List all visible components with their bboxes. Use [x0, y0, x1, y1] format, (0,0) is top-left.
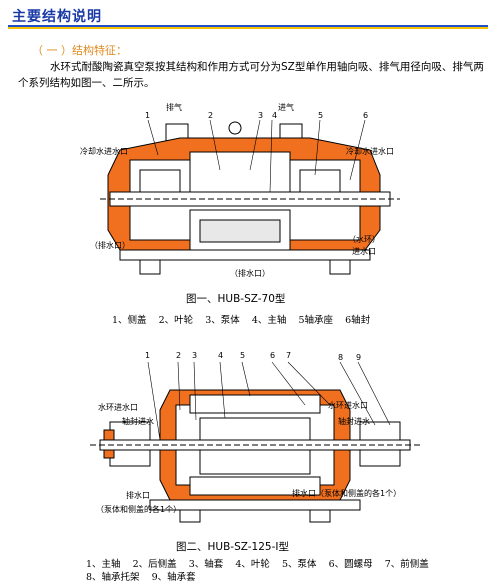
fig2-num-3: 3	[192, 351, 197, 360]
page-title: 主要结构说明	[12, 9, 102, 25]
fig2-num-7: 7	[286, 351, 291, 360]
fig2-drain-right: 排水口（泵体和侧盖的各1个）	[292, 488, 401, 498]
fig1-num-3: 3	[258, 111, 263, 120]
fig1-cool-right: 冷却水进水口	[346, 146, 394, 156]
fig2-num-4: 4	[218, 351, 223, 360]
figure1-legend: 1、侧盖 2、叶轮 3、泵体 4、主轴 5轴承座 6轴封	[112, 315, 371, 326]
fig1-water-ring: （水环）	[348, 234, 380, 244]
figure2-legend-line1: 1、主轴 2、后侧盖 3、轴套 4、叶轮 5、泵体 6、圆螺母 7、前侧盖	[86, 559, 429, 570]
figure2-diagram: 1 2 3 4 5 6 7 8 9 水环进水口 轴封进水 水环进水口 轴封进水 …	[90, 351, 420, 523]
fig2-seal-in-right: 轴封进水	[338, 416, 370, 426]
fig2-ring-in-right: 水环进水口	[328, 400, 368, 410]
fig1-cool-left: 冷却水进水口	[80, 146, 128, 156]
fig2-num-8: 8	[338, 353, 343, 362]
fig2-num-2: 2	[176, 351, 181, 360]
figure1-caption: 图一、HUB-SZ-70型	[186, 293, 286, 305]
fig1-num-2: 2	[208, 111, 213, 120]
fig1-num-6: 6	[363, 111, 368, 120]
fig2-num-1: 1	[145, 351, 150, 360]
fig1-exhaust-label: 排气	[166, 102, 182, 112]
fig2-num-5: 5	[240, 351, 245, 360]
fig1-drain-bottom: （排水口）	[230, 268, 270, 278]
fig2-drain-left: 排水口	[126, 490, 150, 500]
fig2-num-6: 6	[270, 351, 275, 360]
fig1-num-5: 5	[318, 111, 323, 120]
fig2-seal-in-left: 轴封进水	[122, 416, 154, 426]
fig1-num-1: 1	[145, 111, 150, 120]
fig2-drain-left-note: （泵体和侧盖的各1个）	[96, 504, 181, 514]
title-underline-yellow	[8, 27, 488, 29]
fig1-intake-label: 进气	[278, 102, 294, 112]
intro-paragraph: 水环式耐酸陶瓷真空泵按其结构和作用方式可分为SZ型单作用轴向吸、排气用径向吸、排…	[18, 61, 484, 89]
title-underline-blue	[8, 25, 488, 27]
figure2-caption: 图二、HUB-SZ-125-Ⅰ型	[176, 541, 289, 553]
fig1-num-4: 4	[272, 111, 277, 120]
figure1-diagram: 排气 进气 1 2 3 4 5 6 冷却水进水口 冷却水进水口 （排水口） （水…	[80, 102, 400, 278]
figure2-legend-line2: 8、轴承托架 9、轴承套	[86, 572, 196, 583]
fig2-ring-in-left: 水环进水口	[98, 402, 138, 412]
fig2-num-9: 9	[356, 353, 361, 362]
section-heading: （ 一 ）结构特征：	[32, 44, 127, 57]
fig1-water-in: 进水口	[352, 246, 376, 256]
fig1-drain-left: （排水口）	[90, 240, 130, 250]
